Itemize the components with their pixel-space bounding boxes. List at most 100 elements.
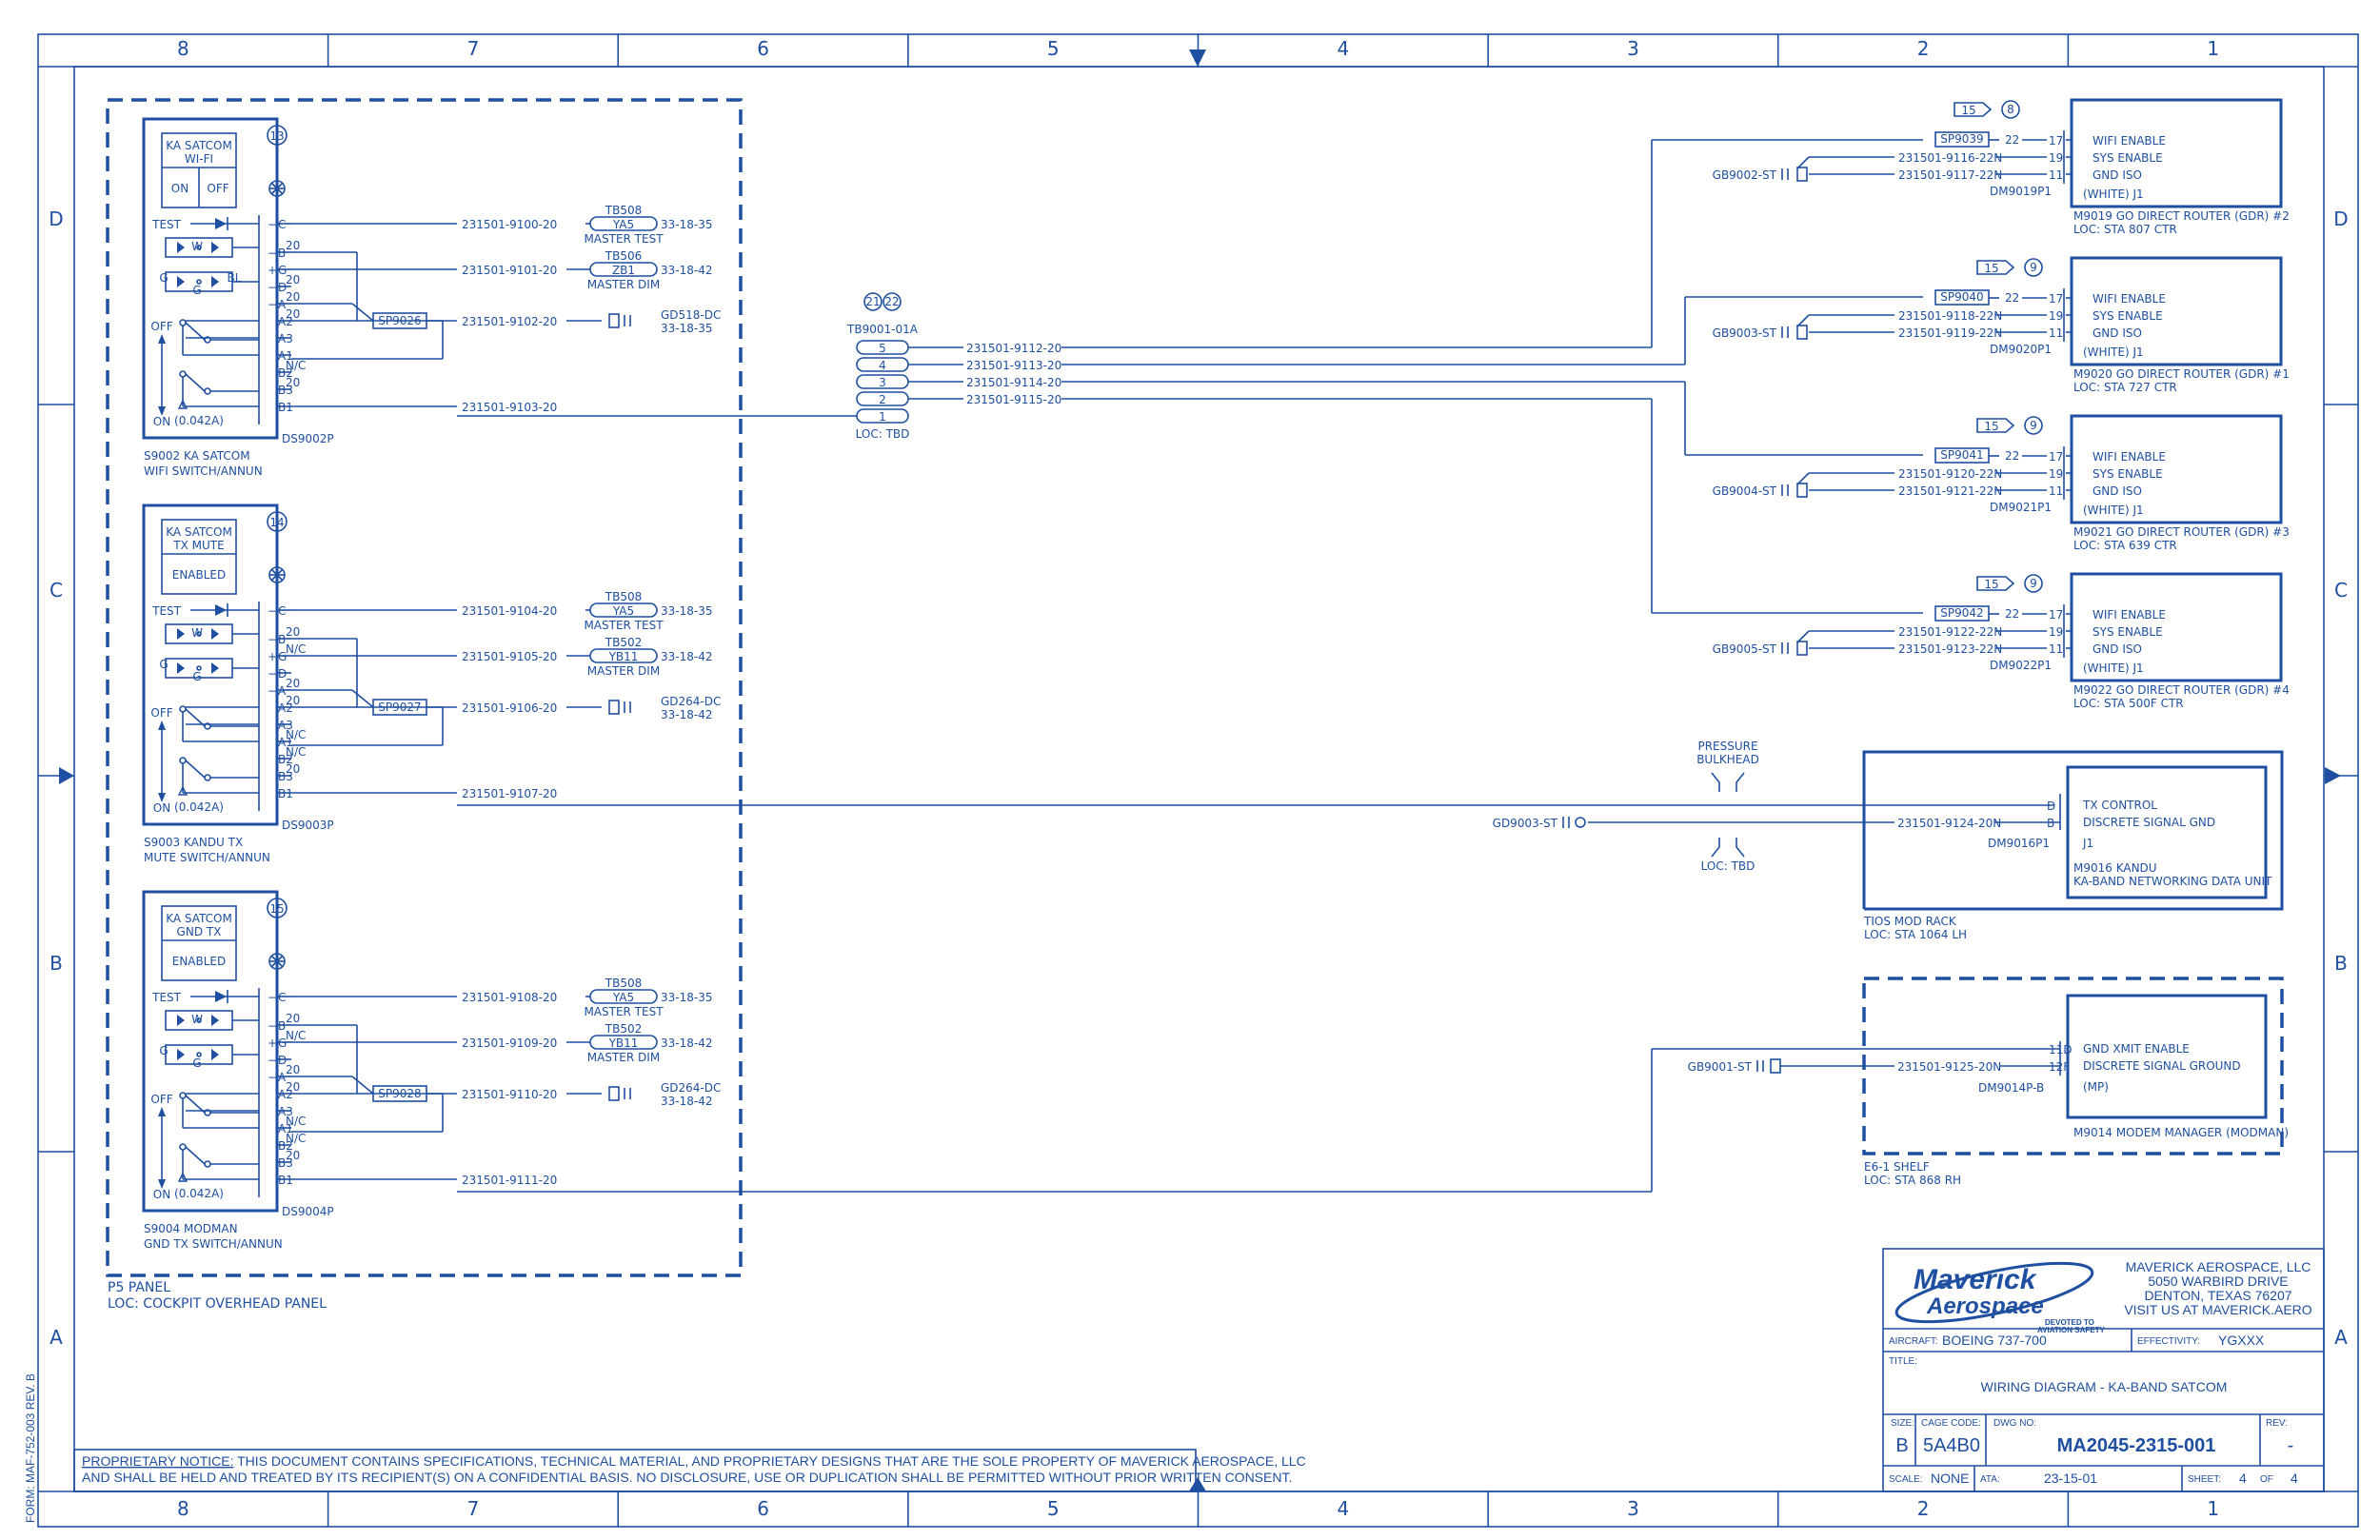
drawing-title: WIRING DIAGRAM - KA-BAND SATCOM xyxy=(1981,1379,2228,1394)
pin-sign: − xyxy=(268,684,277,698)
terminal-ref: 33-18-42 xyxy=(661,264,712,277)
splice-id: SP9028 xyxy=(378,1087,421,1100)
no-connect: N/C xyxy=(286,745,306,759)
wire-gauge: 20 xyxy=(286,307,300,321)
svg-text:PROPRIETARY NOTICE: THIS DOCUM: PROPRIETARY NOTICE: THIS DOCUMENT CONTAI… xyxy=(82,1453,1306,1469)
splice-id: SP9026 xyxy=(378,314,421,327)
rev-label: REV: xyxy=(2266,1418,2288,1429)
wire-gauge: 22 xyxy=(2005,291,2019,305)
callout-flag: 15 xyxy=(1961,104,1975,117)
current-rating: (0.042A) xyxy=(174,1187,224,1200)
size-value: B xyxy=(1895,1435,1908,1456)
router-signal: WIFI ENABLE xyxy=(2092,292,2166,306)
tb-wire: 231501-9112-20 xyxy=(966,342,1061,355)
router-loc: LOC: STA 807 CTR xyxy=(2073,223,2177,236)
pin-sign: − xyxy=(268,281,277,294)
pin-sign: − xyxy=(268,604,277,618)
scale-value: NONE xyxy=(1931,1471,1969,1486)
wire-gauge: 20 xyxy=(286,1063,300,1076)
pin-sign: + xyxy=(268,650,277,663)
terminal-desc: MASTER DIM xyxy=(587,278,660,291)
router-signal: SYS ENABLE xyxy=(2092,309,2163,323)
router-loc: LOC: STA 727 CTR xyxy=(2073,381,2177,394)
dwg-label: DWG NO: xyxy=(1993,1418,2036,1429)
switch-label-line2: WIFI SWITCH/ANNUN xyxy=(144,464,263,478)
rack-loc: LOC: STA 1064 LH xyxy=(1864,928,1967,941)
switch-label-line2: MUTE SWITCH/ANNUN xyxy=(144,851,270,864)
router-pin: 19 xyxy=(2049,467,2063,481)
wire-gauge: 22 xyxy=(2005,607,2019,621)
wire-id: 231501-9104-20 xyxy=(462,604,557,618)
pin-label: A3 xyxy=(278,1105,293,1118)
wire-gauge: 20 xyxy=(286,677,300,690)
tb-terminal: 1 xyxy=(879,410,886,424)
router-signal: GND ISO xyxy=(2092,168,2142,182)
wire-gauge: 20 xyxy=(286,239,300,252)
pin-label: G xyxy=(278,264,287,277)
tb-terminal: 2 xyxy=(879,393,886,406)
proprietary-notice: PROPRIETARY NOTICE: THIS DOCUMENT CONTAI… xyxy=(73,1449,1306,1492)
wire-id: 231501-9111-20 xyxy=(462,1174,557,1187)
zone-row-left: A xyxy=(50,1326,63,1349)
test-label: TEST xyxy=(151,604,182,618)
router-connector: DM9020P1 xyxy=(1990,343,2052,356)
wire-gauge: 20 xyxy=(286,273,300,286)
callout-circle: 9 xyxy=(2030,261,2037,274)
pin-sign: − xyxy=(268,991,277,1004)
zone-column-top: 4 xyxy=(1337,37,1349,60)
pin-label: D xyxy=(278,1054,287,1067)
switch-lower-left: ON xyxy=(171,182,188,195)
switch-connector: DS9002P xyxy=(282,432,334,445)
splice-id: SP9040 xyxy=(1940,290,1983,304)
no-connect: N/C xyxy=(286,1029,306,1042)
zone-column-top: 3 xyxy=(1627,37,1639,60)
lamp-g: G xyxy=(159,658,168,671)
tb-terminal: 3 xyxy=(879,376,886,389)
pin-sign: − xyxy=(268,667,277,681)
wire-id: 231501-9103-20 xyxy=(462,401,557,414)
no-connect: N/C xyxy=(286,359,306,372)
lamp-g2: G xyxy=(192,1056,201,1070)
wire-id: 231501-9102-20 xyxy=(462,315,557,328)
terminal-desc: MASTER TEST xyxy=(584,619,664,632)
sheet-label: SHEET: xyxy=(2188,1474,2221,1485)
wire-gauge: 20 xyxy=(286,625,300,639)
switch-label-line1: S9003 KANDU TX xyxy=(144,836,243,849)
router-ground: GB9004-ST xyxy=(1713,484,1777,498)
zone-row-right: D xyxy=(2333,207,2348,230)
switch-label-line2: GND TX SWITCH/ANNUN xyxy=(144,1237,283,1251)
kandu-connector: DM9016P1 xyxy=(1988,837,2050,850)
terminal-desc: MASTER DIM xyxy=(587,1051,660,1064)
router-pin: 19 xyxy=(2049,625,2063,639)
router-wire: 231501-9123-22N xyxy=(1898,642,2002,656)
router-signal: GND ISO xyxy=(2092,484,2142,498)
zone-column-bottom: 8 xyxy=(177,1497,189,1520)
callout-flag: 15 xyxy=(1984,420,1998,433)
zone-column-bottom: 3 xyxy=(1627,1497,1639,1520)
cage-label: CAGE CODE: xyxy=(1921,1418,1981,1429)
cage-value: 5A4B0 xyxy=(1923,1435,1980,1456)
pin-label: A2 xyxy=(278,701,293,715)
zone-column-bottom: 2 xyxy=(1917,1497,1930,1520)
rack-name: TIOS MOD RACK xyxy=(1863,915,1957,928)
pin-label: A1 xyxy=(278,349,293,363)
router-connector-j: (WHITE) J1 xyxy=(2083,661,2144,675)
pin-label: A xyxy=(278,298,287,311)
splice-id: SP9042 xyxy=(1940,606,1983,620)
zone-row-right: B xyxy=(2334,952,2348,975)
terminal-id: TB502 xyxy=(605,1022,642,1036)
switch-label-line1: S9004 MODMAN xyxy=(144,1222,238,1235)
pin-sign: + xyxy=(268,1037,277,1050)
notice-lead: PROPRIETARY NOTICE: xyxy=(82,1453,233,1469)
pin-label: A1 xyxy=(278,736,293,749)
lamp-g: G xyxy=(159,1044,168,1057)
wire-id: 231501-9109-20 xyxy=(462,1037,557,1050)
modman-connector: DM9014P-B xyxy=(1978,1081,2044,1095)
wire-gauge: 20 xyxy=(286,762,300,776)
router-title: M9019 GO DIRECT ROUTER (GDR) #2 xyxy=(2073,209,2290,223)
